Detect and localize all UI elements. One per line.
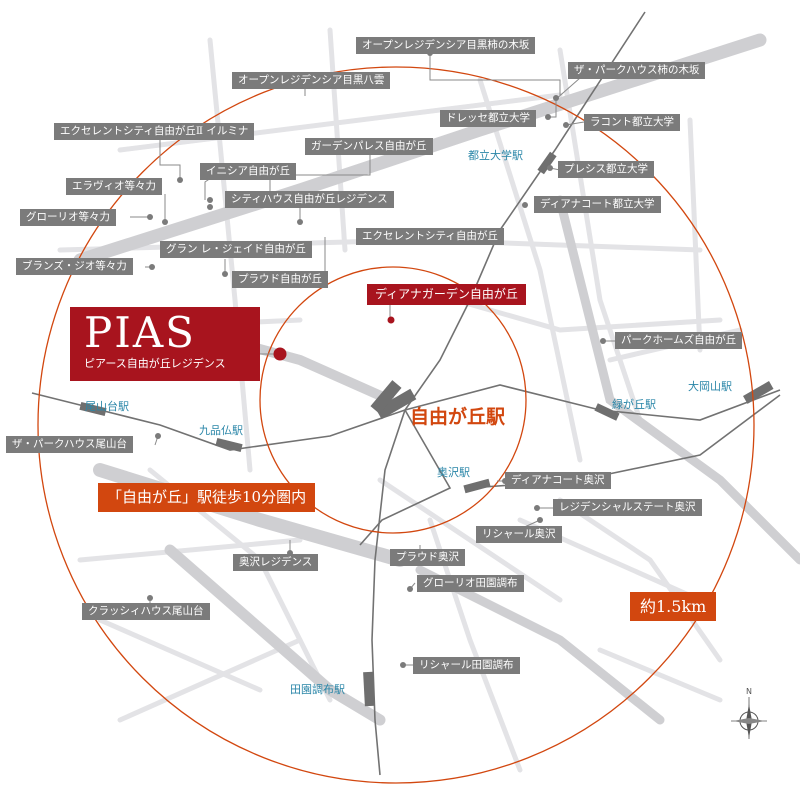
landmark-label[interactable]: 奥沢レジデンス — [233, 554, 319, 571]
landmark-label[interactable]: リシャール田園調布 — [413, 657, 520, 674]
radius-circle — [37, 66, 755, 784]
station-markers — [79, 151, 774, 707]
landmark-label[interactable]: プラウド自由が丘 — [232, 271, 328, 288]
compass-icon: N — [731, 687, 767, 739]
station-label[interactable]: 緑が丘駅 — [612, 398, 656, 411]
landmark-label[interactable]: レジデンシャルステート奥沢 — [553, 499, 702, 516]
walk-circle — [259, 266, 527, 534]
station-label[interactable]: 尾山台駅 — [85, 400, 129, 413]
landmark-label[interactable]: ザ・パークハウス柿の木坂 — [568, 62, 706, 79]
station-label[interactable]: 大岡山駅 — [688, 380, 732, 393]
station-label[interactable]: 田園調布駅 — [290, 683, 345, 696]
main-station-label[interactable]: 自由が丘駅 — [410, 406, 506, 428]
landmark-label[interactable]: ブランズ・ジオ等々力 — [16, 258, 133, 275]
landmark-label[interactable]: リシャール奥沢 — [476, 526, 562, 543]
landmark-label[interactable]: グローリオ田園調布 — [417, 575, 524, 592]
property-name: PIAS — [84, 308, 196, 357]
landmark-label[interactable]: グローリオ等々力 — [20, 209, 116, 226]
walk-zone-label: 「自由が丘」駅徒歩10分圏内 — [98, 483, 316, 512]
landmark-label[interactable]: グラン レ・ジェイド自由が丘 — [160, 241, 312, 258]
radius-label: 約1.5km — [630, 592, 717, 621]
property-subtitle: ピアース自由が丘レジデンス — [84, 357, 226, 370]
featured-dot — [387, 316, 395, 324]
landmark-label[interactable]: ディアナコート奥沢 — [505, 472, 611, 489]
station-label[interactable]: 奥沢駅 — [437, 466, 470, 479]
landmark-label[interactable]: シティハウス自由が丘レジデンス — [225, 191, 394, 208]
compass-north-label: N — [746, 687, 752, 696]
landmark-label[interactable]: プレシス都立大学 — [558, 161, 654, 178]
landmark-label[interactable]: オープンレジデンシア目黒柿の木坂 — [356, 37, 536, 54]
featured-label[interactable]: ディアナガーデン自由が丘 — [367, 284, 526, 305]
landmark-label[interactable]: ディアナコート都立大学 — [534, 196, 661, 213]
landmark-label[interactable]: ザ・パークハウス尾山台 — [6, 436, 133, 453]
property-label[interactable]: PIAS ピアース自由が丘レジデンス — [70, 307, 260, 381]
station-label[interactable]: 九品仏駅 — [199, 424, 243, 437]
landmark-label[interactable]: ガーデンパレス自由が丘 — [305, 138, 433, 155]
landmark-label[interactable]: オープンレジデンシア目黒八雲 — [232, 72, 391, 89]
landmark-label[interactable]: クラッシィハウス尾山台 — [82, 603, 210, 620]
landmark-label[interactable]: イニシア自由が丘 — [200, 163, 296, 180]
landmark-label[interactable]: エクセレントシティ自由が丘 — [356, 228, 504, 245]
landmark-label[interactable]: パークホームズ自由が丘 — [615, 332, 743, 349]
landmark-label[interactable]: プラウド奥沢 — [390, 549, 465, 566]
landmark-label[interactable]: ドレッセ都立大学 — [440, 110, 536, 127]
station-label[interactable]: 都立大学駅 — [468, 149, 523, 162]
landmark-label[interactable]: エクセレントシティ自由が丘Ⅱ イルミナ — [54, 123, 255, 140]
landmark-label[interactable]: エラヴィオ等々力 — [66, 178, 162, 195]
landmark-label[interactable]: ラコント都立大学 — [584, 114, 680, 131]
property-dot — [273, 347, 287, 361]
